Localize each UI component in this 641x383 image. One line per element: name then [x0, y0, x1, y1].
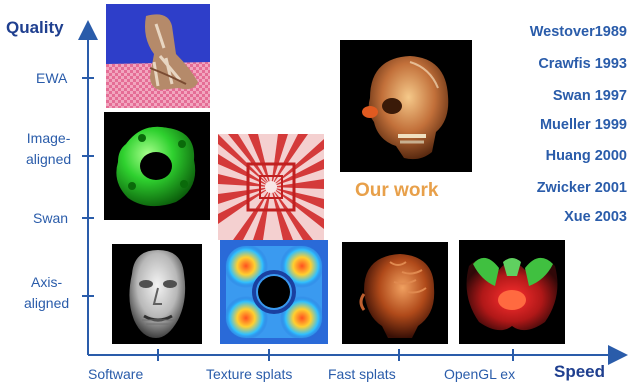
- y-tick-label-swan: Swan: [33, 208, 68, 229]
- face-mask-render: [112, 244, 202, 344]
- y-tick-label-image-aligned: Image- aligned: [26, 128, 71, 170]
- green-torus-render: [104, 112, 210, 220]
- x-axis-title: Speed: [554, 362, 605, 382]
- reference-huang: Huang 2000: [546, 148, 627, 164]
- skull-head-render: [340, 40, 472, 172]
- reference-westover: Westover1989: [530, 24, 627, 40]
- reference-zwicker: Zwicker 2001: [537, 180, 627, 196]
- y-tick-label-ewa: EWA: [36, 68, 67, 89]
- x-tick-label-fast-splats: Fast splats: [328, 366, 396, 382]
- brain-head-render: [342, 242, 448, 344]
- y-tick-label-axis-aligned: Axis- aligned: [24, 272, 69, 314]
- x-tick-label-software: Software: [88, 366, 143, 382]
- foot-skeleton-render: [106, 4, 210, 108]
- reference-swan: Swan 1997: [553, 88, 627, 104]
- x-tick-label-opengl-ex: OpenGL ex: [444, 366, 515, 382]
- reference-mueller: Mueller 1999: [540, 117, 627, 133]
- y-axis-title: Quality: [6, 18, 64, 38]
- splat-blob-render: [220, 240, 328, 344]
- reference-xue: Xue 2003: [564, 209, 627, 225]
- our-work-label: Our work: [355, 180, 438, 202]
- checkered-tunnel-render: [218, 134, 324, 240]
- reference-crawfis: Crawfis 1993: [538, 56, 627, 72]
- x-tick-label-texture-splats: Texture splats: [206, 366, 292, 382]
- green-red-render: [459, 240, 565, 344]
